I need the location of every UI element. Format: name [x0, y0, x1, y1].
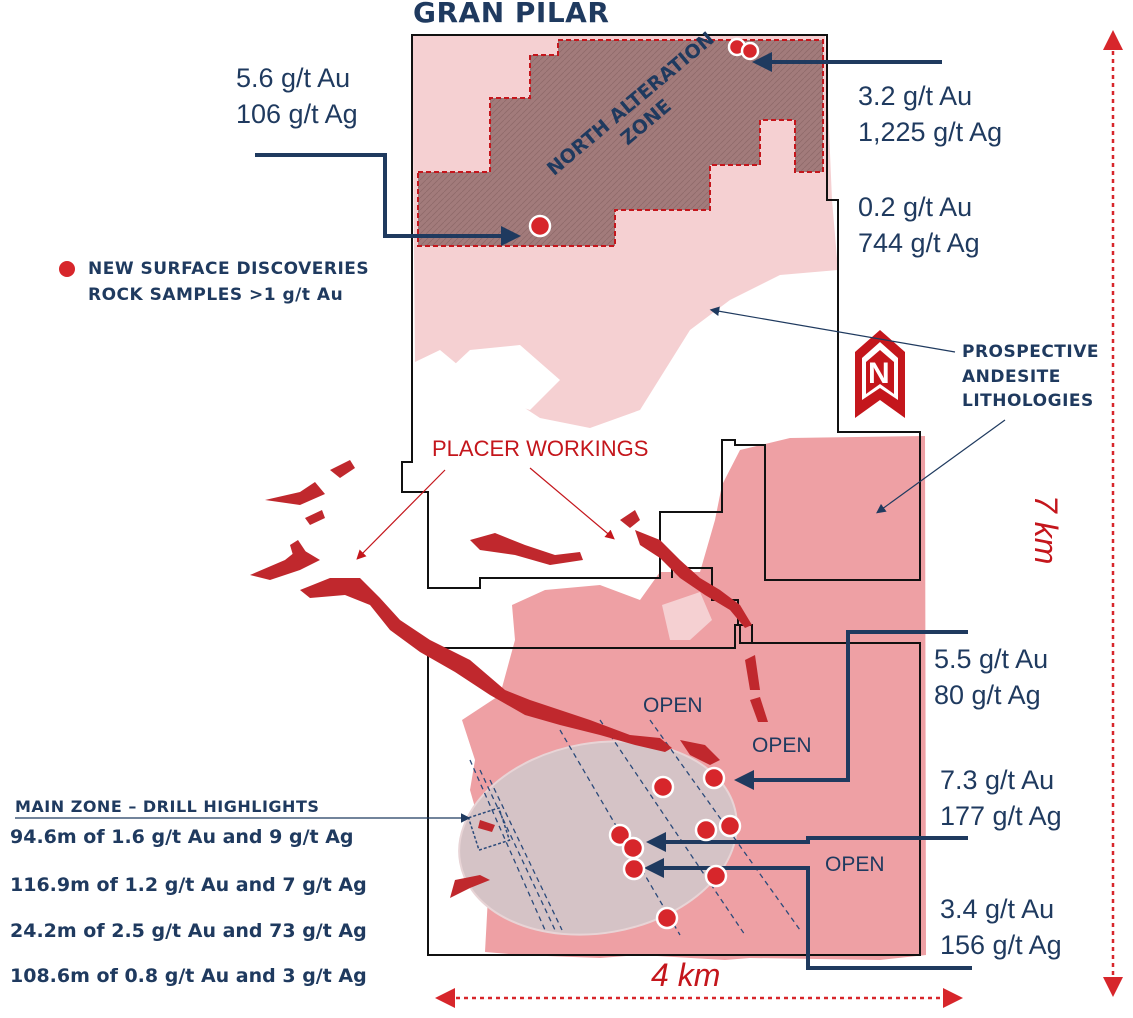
sample-point — [655, 906, 679, 930]
sample-point — [702, 766, 726, 790]
assay-3-ag: 744 g/t Ag — [858, 228, 980, 258]
drill-intercept-2: 116.9m of 1.2 g/t Au and 7 g/t Ag — [10, 874, 367, 896]
placer-workings-label: PLACER WORKINGS — [432, 436, 649, 461]
assay-2-ag: 1,225 g/t Ag — [858, 117, 1003, 147]
sample-point — [528, 214, 552, 238]
callout-arrow-7-3 — [646, 832, 968, 852]
sample-point — [704, 864, 728, 888]
placer-workings — [250, 460, 768, 898]
open-label: OPEN — [752, 734, 812, 757]
assay-6-au: 3.4 g/t Au — [940, 894, 1055, 924]
sample-point — [622, 857, 646, 881]
open-label: OPEN — [643, 694, 703, 717]
sample-point — [740, 41, 760, 61]
assay-3-au: 0.2 g/t Au — [858, 192, 973, 222]
main-zone-heading: MAIN ZONE – DRILL HIGHLIGHTS — [15, 797, 320, 816]
callout-arrow-5-5 — [734, 630, 968, 790]
assay-6-ag: 156 g/t Ag — [940, 930, 1062, 960]
north-arrow-label: N — [868, 357, 890, 390]
assay-5-au: 7.3 g/t Au — [940, 765, 1055, 795]
andesite-label: PROSPECTIVE ANDESITE LITHOLOGIES — [962, 342, 1099, 412]
drill-intercept-1: 94.6m of 1.6 g/t Au and 9 g/t Ag — [10, 826, 354, 848]
andesite-pointers — [15, 306, 1006, 823]
property-boundary-south — [427, 624, 921, 956]
legend-line-2: ROCK SAMPLES >1 g/t Au — [88, 285, 344, 305]
assay-5-ag: 177 g/t Ag — [940, 801, 1062, 831]
assay-4-ag: 80 g/t Ag — [934, 680, 1041, 710]
sample-point — [608, 823, 632, 847]
sample-points — [528, 37, 760, 930]
callout-arrow-5-6 — [255, 153, 521, 246]
scale-label-vertical: 7 km — [1028, 495, 1064, 565]
legend-marker-icon — [59, 261, 75, 277]
assay-2-au: 3.2 g/t Au — [858, 81, 973, 111]
scale-label-horizontal: 4 km — [651, 957, 721, 993]
sample-point — [621, 836, 645, 860]
north-alteration-zone — [417, 39, 824, 247]
sample-point — [694, 818, 718, 842]
white-window-south — [662, 592, 712, 640]
drill-pad — [467, 806, 511, 852]
callout-arrow-3-4 — [644, 858, 972, 970]
assay-1-ag: 106 g/t Ag — [236, 99, 358, 129]
sample-point — [651, 775, 675, 799]
assay-1-au: 5.6 g/t Au — [236, 63, 351, 93]
white-window — [438, 345, 560, 410]
north-arrow-icon — [855, 330, 905, 418]
sample-point — [718, 814, 742, 838]
callout-arrows — [255, 52, 972, 970]
map-title: GRAN PILAR — [413, 0, 610, 29]
placer-pointers — [356, 467, 615, 560]
drill-intercept-4: 108.6m of 0.8 g/t Au and 3 g/t Ag — [10, 965, 367, 987]
legend-line-1: NEW SURFACE DISCOVERIES — [88, 259, 370, 279]
assay-4-au: 5.5 g/t Au — [934, 644, 1049, 674]
open-label: OPEN — [825, 853, 885, 876]
drill-intercept-3: 24.2m of 2.5 g/t Au and 73 g/t Ag — [10, 920, 367, 942]
property-boundary — [401, 34, 921, 589]
